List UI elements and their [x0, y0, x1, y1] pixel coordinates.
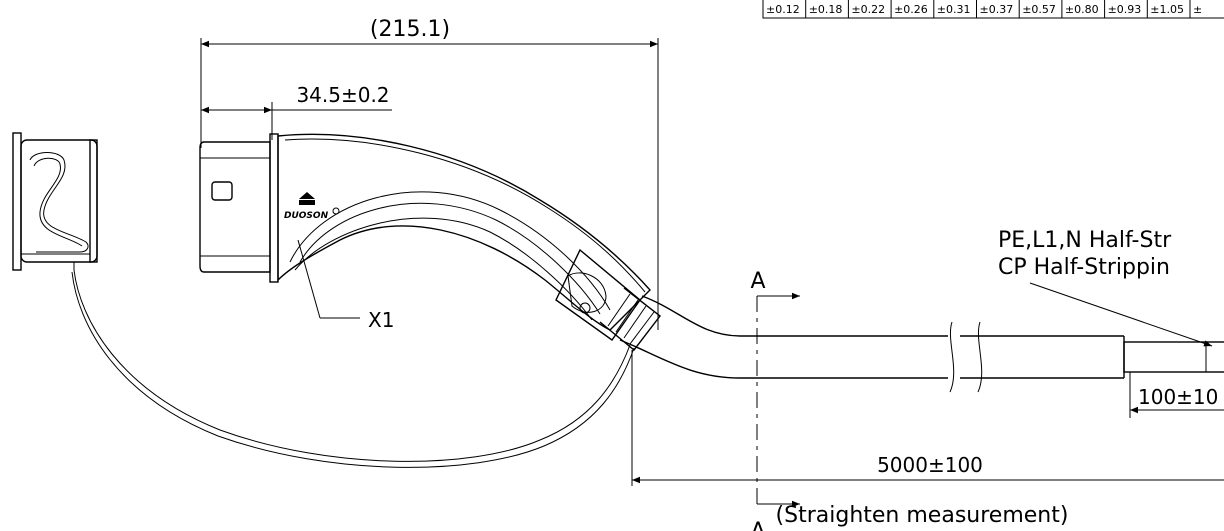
brand-text: DUOSON — [284, 211, 329, 221]
strip-length-dimension: 100±10 — [1129, 372, 1224, 418]
section-a-marker: A A — [750, 269, 800, 531]
note-line-1: PE,L1,N Half-Str — [998, 228, 1172, 253]
connector-head: DUOSON — [199, 133, 661, 352]
x1-label: X1 — [368, 308, 394, 332]
brand-logo-icon — [299, 192, 315, 199]
cable — [619, 295, 1224, 393]
tolerance-cell: ±0.93 — [1108, 3, 1142, 16]
overall-length-dimension: (215.1) — [200, 17, 659, 330]
head-length-label: 34.5±0.2 — [296, 83, 389, 107]
cable-length-label: 5000±100 — [877, 453, 983, 477]
x1-callout: X1 — [297, 239, 394, 332]
tolerance-cell: ± — [1193, 3, 1202, 16]
note-line-2: CP Half-Strippin — [998, 255, 1170, 280]
tolerance-cell: ±0.12 — [766, 3, 800, 16]
latch-window-icon — [211, 181, 233, 201]
tolerance-cell: ±0.18 — [809, 3, 843, 16]
retaining-cord — [73, 269, 631, 462]
cable-length-dimension: 5000±100 (Straighten measurement) — [631, 350, 1224, 528]
tolerance-table: ±0.12 ±0.18 ±0.22 ±0.26 ±0.31 ±0.37 ±0.57 ±0.80… — [762, 0, 1224, 19]
section-label-top: A — [750, 269, 765, 294]
section-label-bottom: A — [750, 519, 765, 531]
tolerance-cell: ±0.26 — [894, 3, 928, 16]
overall-length-label: (215.1) — [370, 17, 450, 42]
tolerance-cell: ±0.37 — [980, 3, 1014, 16]
tolerance-cell: ±0.31 — [937, 3, 971, 16]
tolerance-cell: ±1.05 — [1150, 3, 1184, 16]
tolerance-cell: ±0.57 — [1022, 3, 1056, 16]
plug-holder — [12, 132, 98, 271]
head-length-dimension: 34.5±0.2 — [201, 83, 392, 140]
measure-note: (Straighten measurement) — [776, 503, 1069, 528]
strip-note: PE,L1,N Half-Str CP Half-Strippin — [998, 228, 1213, 347]
strip-length-label: 100±10 — [1138, 385, 1218, 409]
tolerance-cell: ±0.80 — [1065, 3, 1099, 16]
tolerance-cell: ±0.22 — [851, 3, 885, 16]
